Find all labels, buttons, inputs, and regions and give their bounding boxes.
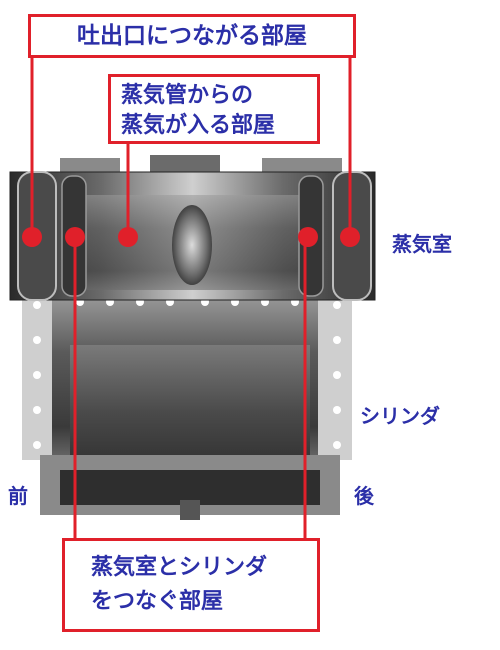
leader-lines (30, 56, 352, 542)
label-front: 前 (8, 484, 28, 508)
top-flange-center (150, 155, 220, 173)
marker-outlet-front (22, 227, 42, 247)
callout-outlet-room: 吐出口につながる部屋 (28, 14, 356, 58)
callout-connecting-room: 蒸気室とシリンダ をつなぐ部屋 (62, 538, 320, 632)
marker-outlet-rear (340, 227, 360, 247)
callout-connecting-room-line2: をつなぐ部屋 (91, 588, 224, 614)
markers (22, 227, 360, 247)
label-cylinder: シリンダ (360, 404, 440, 428)
marker-port-rear (298, 227, 318, 247)
steam-pipe-port (172, 205, 212, 285)
label-steam-chest: 蒸気室 (392, 232, 452, 256)
drain-cock (180, 500, 200, 520)
callout-steam-pipe-room: 蒸気管からの 蒸気が入る部屋 (108, 74, 320, 144)
callout-outlet-room-text: 吐出口につながる部屋 (77, 23, 307, 49)
label-rear: 後 (354, 484, 374, 508)
callout-steam-pipe-room-line2: 蒸気が入る部屋 (121, 112, 276, 138)
cylinder-base-shadow (60, 470, 320, 505)
marker-steam-inlet (118, 227, 138, 247)
callout-steam-pipe-room-line1: 蒸気管からの (121, 83, 254, 108)
callout-connecting-room-line1: 蒸気室とシリンダ (91, 555, 268, 580)
marker-port-front (65, 227, 85, 247)
